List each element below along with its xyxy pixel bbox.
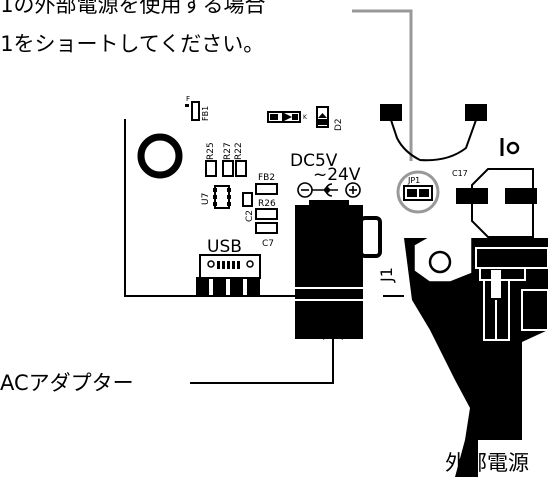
ac-adapter-arrowhead [323,312,343,340]
dc-voltage-label-1: DC5V [290,151,338,171]
c2-part [242,192,253,207]
label-backdrop [478,440,548,477]
r26-part [255,208,278,220]
r25-label: R25 [206,142,216,160]
c2-label: C2 [245,210,255,222]
fb2-part [255,183,278,195]
r26-label: R26 [258,199,276,209]
fb1-label: FB1 [201,106,210,121]
usb-label: USB [207,237,242,257]
board-edge [124,119,297,297]
c7-label: C7 [262,239,274,249]
dc-voltage-label-2: ~24V [313,165,361,185]
d2-part [316,106,329,128]
jp1-label: JP1 [407,176,420,185]
wire-pad-left [380,104,402,121]
r22-part [235,160,247,177]
diode-d2 [267,111,301,123]
note-line-1: J1の外部電源を使用する場合 [0,0,266,17]
fb2-label: FB2 [258,173,275,183]
note-line-2: J1をショートしてください。 [0,32,264,56]
usb-connector [196,254,261,295]
ac-adapter-label: ACアダプター [0,371,134,395]
k-label: K [303,114,308,121]
jumper-wire [390,119,477,162]
f-mark [185,104,189,107]
polarity-symbol [297,182,361,198]
r22-label: R22 [234,142,244,160]
u7-label: U7 [201,193,211,205]
c17-capacitor [456,168,537,238]
u7-chip [213,185,231,209]
r25-part [205,160,217,177]
r27-label: R27 [223,142,233,160]
fb1-part [191,101,200,121]
f-label: F [186,95,190,103]
j1-label: J1 [377,267,396,283]
c17-label: C17 [452,169,468,178]
jp1-leader-line [352,9,413,161]
jumper-jp1 [396,170,440,214]
pin1-circle [506,141,520,155]
d2-label: D2 [334,118,344,131]
wire-pad-right [465,104,487,121]
r27-part [222,160,234,177]
mounting-hole [137,133,183,179]
dc-jack [295,200,382,339]
c7-part [255,222,278,234]
ac-adapter-leader-line [190,334,334,384]
external-power-label: 外部電源 [445,451,529,475]
